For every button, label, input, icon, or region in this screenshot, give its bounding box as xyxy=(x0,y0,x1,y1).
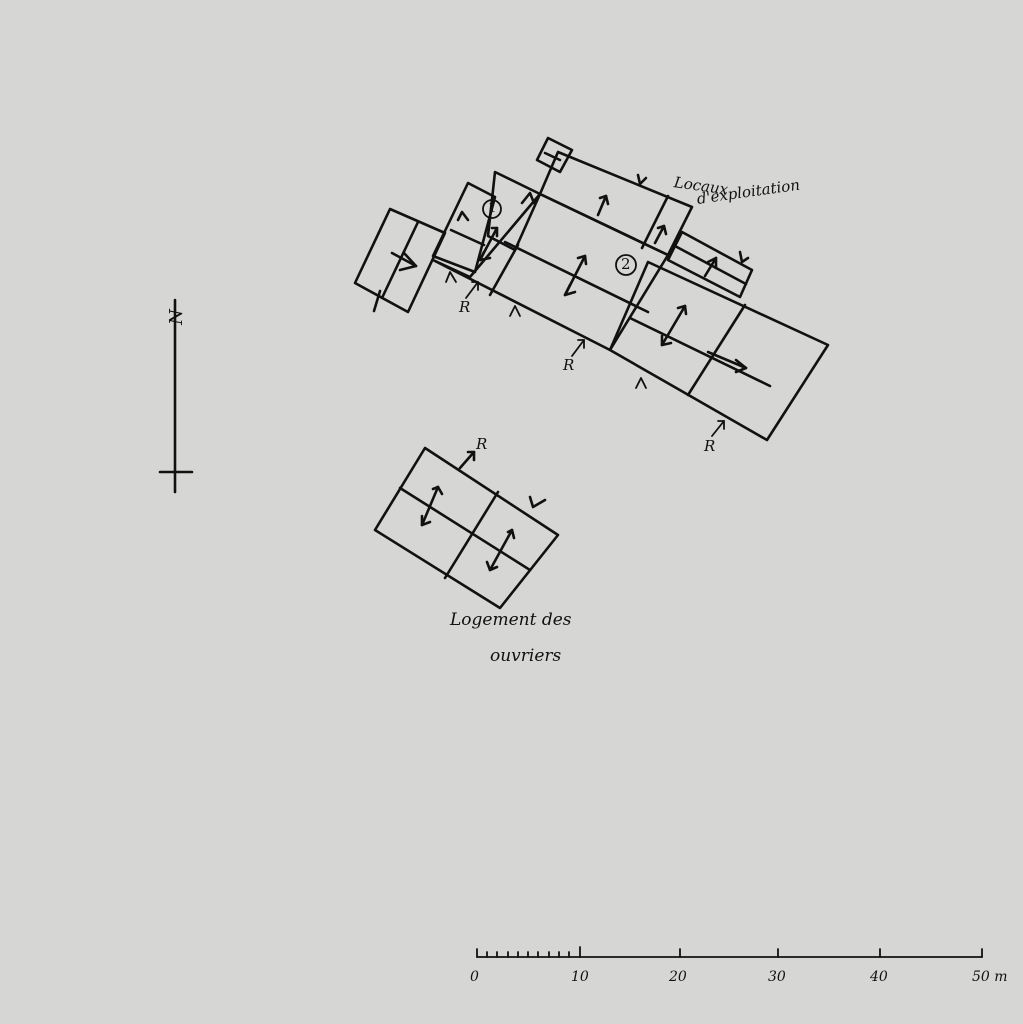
r-mark-central: R xyxy=(563,356,575,374)
building-main-north-annex xyxy=(535,136,694,257)
room-number-circles xyxy=(482,199,637,276)
scale-tick-50: 50 m xyxy=(972,969,1008,985)
building-main-strip xyxy=(666,230,754,299)
label-housing-line1: Logement des xyxy=(450,610,572,630)
north-label: N xyxy=(165,309,187,325)
scale-tick-20: 20 xyxy=(669,969,687,985)
building-main-east xyxy=(608,260,830,442)
building-workers-housing xyxy=(373,446,560,610)
scale-tick-40: 40 xyxy=(870,969,888,985)
entrance-marks xyxy=(445,271,725,437)
r-mark-west: R xyxy=(459,298,471,316)
building-small-west xyxy=(353,207,447,314)
scale-bar xyxy=(476,946,983,958)
scale-tick-10: 10 xyxy=(571,969,589,985)
r-mark-housing: R xyxy=(476,435,488,453)
north-arrow xyxy=(158,298,194,494)
r-mark-east: R xyxy=(704,437,716,455)
room-number-2: 2 xyxy=(621,255,631,273)
room-number-1: 1 xyxy=(488,201,497,216)
scale-tick-0: 0 xyxy=(470,969,479,985)
label-housing-line2: ouvriers xyxy=(490,646,562,666)
scale-tick-30: 30 xyxy=(768,969,786,985)
